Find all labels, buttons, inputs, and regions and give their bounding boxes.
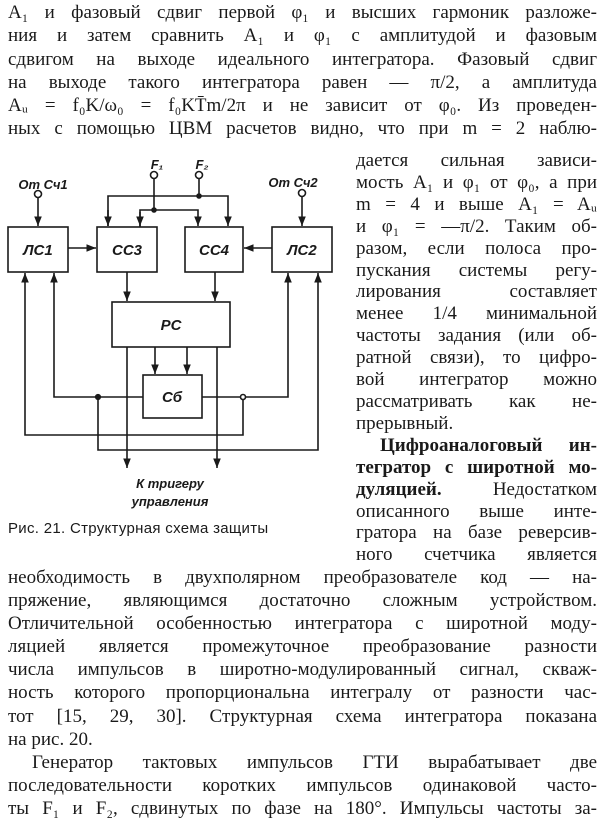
input-terminal-f2: [194, 170, 204, 180]
text-line: мость A₁ и φ₁ от φ₀, а при: [356, 171, 597, 193]
block-label-sb: Сб: [162, 389, 183, 406]
input-label-sch1: От Сч1: [18, 177, 67, 192]
text-line: последовательности коротких импульсов од…: [8, 774, 597, 796]
text-line: ляцией является промежуточное преобразов…: [8, 636, 597, 658]
text-line: частоты задания (или об-: [356, 325, 597, 347]
output-label: управления: [131, 494, 209, 509]
section-heading-line: дуляцией. Недостатком: [356, 479, 597, 501]
junction-dot: [196, 193, 202, 199]
section-heading: Цифроаналоговый ин-: [380, 434, 597, 456]
section-heading-line: тегратор с широтной мо-: [356, 457, 597, 479]
block-cc4: [184, 226, 244, 273]
block-ls1: [7, 226, 69, 273]
text-line: лирования составляет: [356, 281, 597, 303]
input-label-sch2: От Сч2: [268, 175, 318, 190]
figure-caption: Рис. 21. Структурная схема защиты: [8, 520, 268, 537]
text-line: вой интегратор можно: [356, 369, 597, 391]
block-ls2: [271, 226, 333, 273]
text-line: гратора на базе реверсив-: [356, 522, 597, 544]
text-line: ния и затем сравнить A₁ и φ₁ с амплитудо…: [8, 25, 597, 47]
text-line: описанного выше инте-: [356, 500, 597, 522]
top-paragraph: A₁ и фазовый сдвиг первой φ₁ и высших га…: [8, 1, 597, 141]
text-line: ного счетчика является: [356, 544, 597, 566]
caption-number: Рис. 21.: [8, 520, 66, 537]
text-span: Недостатком: [492, 478, 597, 500]
input-terminal-f1: [149, 170, 159, 180]
block-pc: [111, 301, 231, 348]
text-line: пряжение, являющимся достаточно сложным …: [8, 590, 597, 612]
block-label-pc: РС: [161, 317, 183, 334]
text-line: на рис. 20.: [8, 728, 93, 750]
wire-crossing: [239, 393, 247, 401]
section-heading: дуляцией.: [356, 478, 442, 500]
text-line: ность которого пропорциональна интегралу…: [8, 682, 597, 704]
block-label-ls1: ЛС1: [22, 242, 52, 259]
input-label-f2: F₂: [196, 157, 209, 172]
input-label-f1: F₁: [151, 157, 164, 172]
bottom-paragraph: необходимость в двухполярном преобразова…: [8, 566, 597, 820]
section-heading-line: Цифроаналоговый ин-: [356, 435, 597, 457]
text-line: числа импульсов в широтно-модулированный…: [8, 659, 597, 681]
caption-text: Структурная схема защиты: [69, 520, 269, 537]
text-line: Отличительной особенностью интегратора с…: [8, 613, 597, 635]
block-label-cc4: СС4: [199, 242, 230, 259]
input-terminal-sch1: [33, 189, 43, 199]
connection-wires: [21, 179, 322, 468]
text-line: разом, если полоса про-: [356, 237, 597, 259]
text-line: Генератор тактовых импульсов ГТИ вырабат…: [32, 751, 597, 773]
text-line: Aᵤ = f₀K/ω₀ = f₀KT̄m/2π и не зависит от …: [8, 95, 597, 117]
text-line: тот [15, 29, 30]. Структурная схема инте…: [8, 705, 597, 727]
text-line: менее 1/4 минимальной: [356, 303, 597, 325]
output-label: К тригеру: [136, 476, 204, 491]
protection-block-diagram: ЛС1 СС3 СС4 ЛС2 РС Сб От Сч1 F₁ F₂ От Сч…: [7, 157, 333, 509]
block-label-cc3: СС3: [112, 242, 143, 259]
junction-dot: [94, 393, 102, 401]
text-line: A₁ и фазовый сдвиг первой φ₁ и высших га…: [8, 2, 597, 23]
text-line: на выходе такого интегратора равен — π/2…: [8, 71, 597, 93]
text-line: m = 4 и выше A₁ = Aᵤ: [356, 193, 597, 215]
text-line: прерывный.: [356, 412, 454, 434]
text-line: необходимость в двухполярном преобразова…: [8, 567, 597, 588]
text-line: сдвигом на выходе идеального интегратора…: [8, 48, 597, 70]
junction-dot: [151, 207, 157, 213]
text-line: ты F₁ и F₂, сдвинутых по фазе на 180°. И…: [8, 797, 597, 819]
text-line: пускания системы регу-: [356, 259, 597, 281]
text-line: ратной связи), то цифро-: [356, 347, 597, 369]
text-line: рассматривать как не-: [356, 390, 597, 412]
section-heading: тегратор с широтной мо-: [356, 456, 597, 478]
text-line: и φ₁ = —π/2. Таким об-: [356, 215, 597, 237]
text-line: ных с помощью ЦВМ расчетов видно, что пр…: [8, 118, 597, 140]
text-line: дается сильная зависи-: [356, 150, 597, 171]
block-label-ls2: ЛС2: [286, 242, 317, 259]
input-terminal-sch2: [297, 188, 307, 198]
right-column-text: дается сильная зависи- мость A₁ и φ₁ от …: [356, 150, 597, 566]
